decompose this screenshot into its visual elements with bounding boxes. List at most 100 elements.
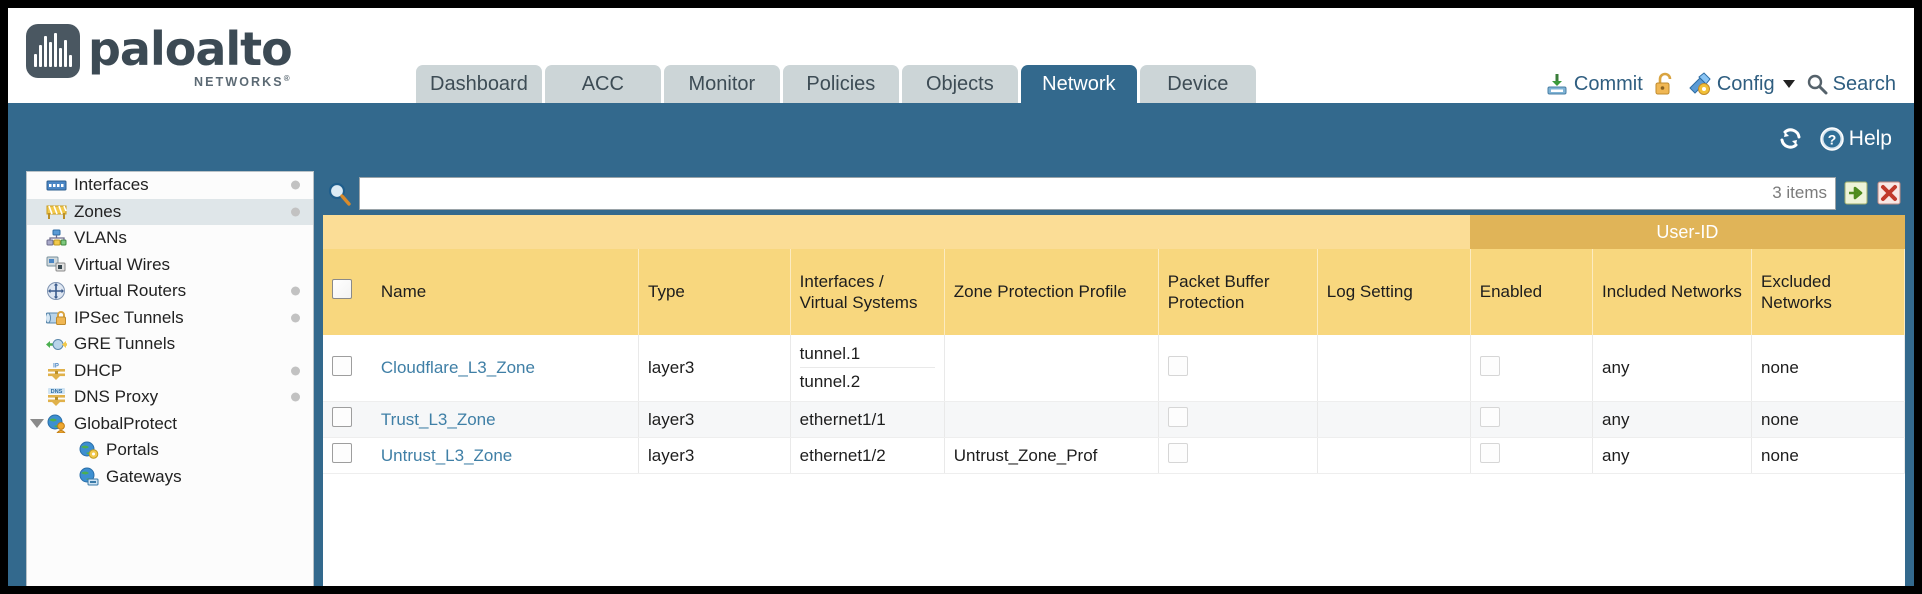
zones-table: User-ID Name Type Interfaces / Virtual S… bbox=[323, 215, 1905, 474]
userid-enabled-checkbox[interactable] bbox=[1479, 355, 1500, 376]
search-icon[interactable] bbox=[326, 180, 352, 206]
tab-objects[interactable]: Objects bbox=[901, 65, 1018, 103]
cell-name[interactable]: Trust_L3_Zone bbox=[371, 401, 640, 438]
item-count-label: 3 items bbox=[1772, 183, 1827, 202]
sidebar-item-ipsec-tunnels[interactable]: IPSec Tunnels bbox=[27, 305, 313, 332]
help-icon: ? bbox=[1819, 126, 1845, 152]
sidebar-item-label: VLANs bbox=[74, 228, 127, 248]
cell-packet-buffer-protection[interactable] bbox=[1158, 437, 1318, 474]
clear-filter-button[interactable] bbox=[1876, 180, 1902, 206]
sidebar-item-gre-tunnels[interactable]: GRE Tunnels bbox=[27, 331, 313, 358]
zone-link[interactable]: Cloudflare_L3_Zone bbox=[380, 358, 535, 377]
zone-link[interactable]: Untrust_L3_Zone bbox=[380, 445, 513, 465]
row-checkbox[interactable] bbox=[332, 407, 352, 427]
cell-zone-protection-profile bbox=[944, 401, 1159, 438]
cell-packet-buffer-protection[interactable] bbox=[1158, 335, 1318, 402]
sidebar-item-vlans[interactable]: VLANs bbox=[27, 225, 313, 252]
column-header-included-networks[interactable]: Included Networks bbox=[1592, 249, 1753, 335]
table-row[interactable]: Untrust_L3_Zone layer3 ethernet1/2 Untru… bbox=[323, 437, 1905, 474]
globalprotect-icon bbox=[45, 414, 67, 434]
sidebar-item-virtual-routers[interactable]: Virtual Routers bbox=[27, 278, 313, 305]
column-header-name[interactable]: Name bbox=[371, 249, 640, 335]
zone-link[interactable]: Trust_L3_Zone bbox=[380, 409, 496, 429]
tab-dashboard[interactable]: Dashboard bbox=[416, 65, 542, 103]
brand-name: paloalto bbox=[88, 22, 293, 76]
select-all-header[interactable] bbox=[323, 249, 372, 335]
sidebar-item-globalprotect[interactable]: GlobalProtect bbox=[27, 411, 313, 438]
refresh-icon[interactable] bbox=[1777, 125, 1804, 152]
row-checkbox[interactable] bbox=[332, 443, 352, 463]
select-all-checkbox[interactable] bbox=[332, 279, 352, 300]
cell-name[interactable]: Untrust_L3_Zone bbox=[371, 437, 640, 474]
virtual-routers-icon bbox=[45, 281, 67, 301]
packet-buffer-protection-checkbox[interactable] bbox=[1167, 443, 1188, 463]
table-row[interactable]: Cloudflare_L3_Zone layer3 tunnel.1 tunne… bbox=[323, 335, 1905, 402]
config-menu[interactable]: Config bbox=[1687, 72, 1795, 96]
tab-device[interactable]: Device bbox=[1139, 65, 1256, 103]
sidebar-item-label: Zones bbox=[74, 201, 122, 221]
status-dot bbox=[291, 313, 300, 323]
unlock-button[interactable] bbox=[1654, 72, 1676, 96]
sidebar-item-interfaces[interactable]: Interfaces bbox=[27, 172, 313, 199]
sidebar-item-dns-proxy[interactable]: DNS DNS Proxy bbox=[27, 384, 313, 411]
row-checkbox[interactable] bbox=[332, 355, 352, 376]
unlock-icon bbox=[1654, 72, 1676, 96]
sidebar-item-gateways[interactable]: Gateways bbox=[27, 464, 313, 491]
search-button[interactable]: Search bbox=[1806, 73, 1896, 96]
cell-userid-enabled[interactable] bbox=[1470, 335, 1594, 402]
zones-icon bbox=[45, 202, 67, 222]
cell-zone-protection-profile: Untrust_Zone_Prof bbox=[944, 437, 1159, 474]
cell-interfaces: tunnel.1 tunnel.2 bbox=[790, 335, 945, 402]
gateways-icon bbox=[77, 467, 99, 487]
column-header-excluded-networks[interactable]: Excluded Networks bbox=[1751, 249, 1905, 335]
paloalto-logo-icon bbox=[26, 24, 80, 78]
column-header-zone-protection-profile[interactable]: Zone Protection Profile bbox=[944, 249, 1159, 335]
sidebar-item-virtual-wires[interactable]: Virtual Wires bbox=[27, 252, 313, 279]
cell-type: layer3 bbox=[638, 401, 791, 438]
column-header-type[interactable]: Type bbox=[638, 249, 791, 335]
row-select-cell[interactable] bbox=[323, 437, 372, 474]
row-select-cell[interactable] bbox=[323, 335, 372, 402]
userid-enabled-checkbox[interactable] bbox=[1479, 407, 1500, 427]
status-dot bbox=[291, 207, 300, 217]
help-button[interactable]: ? Help bbox=[1819, 126, 1892, 152]
table-body: Cloudflare_L3_Zone layer3 tunnel.1 tunne… bbox=[323, 335, 1905, 474]
cell-name[interactable]: Cloudflare_L3_Zone bbox=[371, 335, 640, 402]
cell-interfaces: ethernet1/2 bbox=[790, 437, 945, 474]
tab-acc[interactable]: ACC bbox=[544, 65, 661, 103]
tab-network[interactable]: Network bbox=[1020, 65, 1137, 103]
column-header-interfaces[interactable]: Interfaces / Virtual Systems bbox=[790, 249, 945, 335]
apply-filter-button[interactable] bbox=[1843, 180, 1869, 206]
tab-policies[interactable]: Policies bbox=[782, 65, 899, 103]
commit-button[interactable]: Commit bbox=[1545, 72, 1643, 96]
expand-triangle-icon[interactable] bbox=[30, 419, 44, 429]
cell-packet-buffer-protection[interactable] bbox=[1158, 401, 1318, 438]
tab-monitor[interactable]: Monitor bbox=[663, 65, 780, 103]
cell-log-setting bbox=[1317, 437, 1471, 474]
search-field-wrapper[interactable]: 3 items bbox=[359, 176, 1836, 210]
cell-userid-enabled[interactable] bbox=[1470, 401, 1594, 438]
sidebar-item-dhcp[interactable]: IP DHCP bbox=[27, 358, 313, 385]
column-header-enabled[interactable]: Enabled bbox=[1470, 249, 1594, 335]
table-row[interactable]: Trust_L3_Zone layer3 ethernet1/1 bbox=[323, 401, 1905, 438]
packet-buffer-protection-checkbox[interactable] bbox=[1167, 355, 1188, 376]
userid-enabled-checkbox[interactable] bbox=[1479, 443, 1500, 463]
search-label: Search bbox=[1832, 72, 1896, 95]
column-header-log-setting[interactable]: Log Setting bbox=[1317, 249, 1471, 335]
main-nav-tabs[interactable]: Dashboard ACC Monitor Policies Objects N… bbox=[416, 65, 1256, 103]
sidebar-item-portals[interactable]: Portals bbox=[27, 437, 313, 464]
packet-buffer-protection-checkbox[interactable] bbox=[1167, 407, 1188, 427]
virtual-wires-icon bbox=[45, 255, 67, 275]
chevron-down-icon[interactable] bbox=[1782, 80, 1795, 88]
sidebar-item-label: DNS Proxy bbox=[74, 387, 159, 407]
cell-userid-enabled[interactable] bbox=[1470, 437, 1594, 474]
utility-bar: ? Help bbox=[8, 103, 1914, 171]
sidebar-item-zones[interactable]: Zones bbox=[27, 198, 313, 225]
dns-proxy-icon: DNS bbox=[45, 387, 67, 407]
commit-label: Commit bbox=[1573, 72, 1643, 95]
commit-icon bbox=[1545, 72, 1569, 96]
sidebar-item-label: GRE Tunnels bbox=[74, 334, 176, 354]
column-header-packet-buffer-protection[interactable]: Packet Buffer Protection bbox=[1158, 249, 1318, 335]
row-select-cell[interactable] bbox=[323, 401, 372, 438]
search-input[interactable] bbox=[368, 183, 1765, 203]
